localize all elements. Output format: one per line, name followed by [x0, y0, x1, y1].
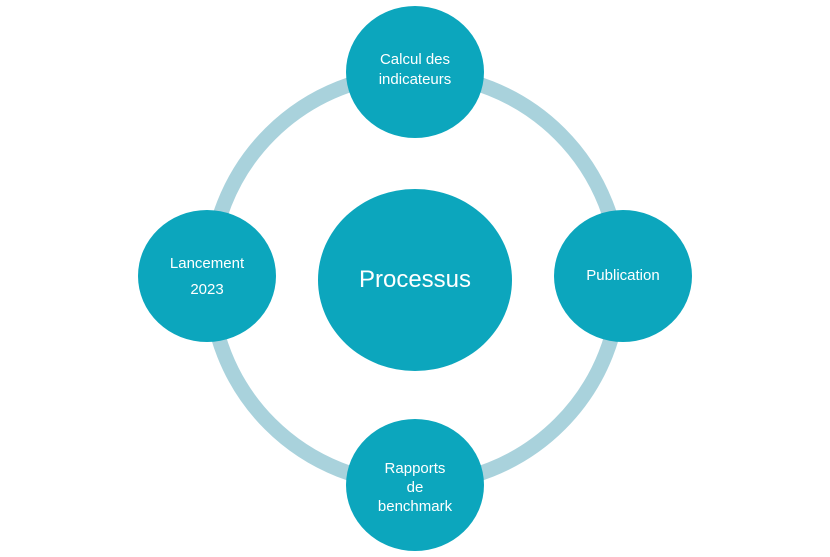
cycle-node-publication: Publication [554, 210, 692, 342]
cycle-node-label: Lancement 2023 [170, 251, 244, 303]
cycle-node-label: Rapports de benchmark [378, 459, 452, 516]
center-node-label: Processus [358, 266, 472, 293]
cycle-node-lancement-2023: Lancement 2023 [138, 210, 276, 342]
cycle-node-label-line: de [406, 478, 424, 496]
cycle-node-label-line: indicateurs [378, 71, 452, 88]
cycle-node-label: Publication [586, 266, 659, 286]
cycle-node-label-line: benchmark [377, 497, 453, 515]
cycle-node-rapports-de-benchmark: Rapports de benchmark [346, 419, 484, 551]
cycle-node-label-line: Publication [586, 267, 660, 284]
cycle-node-label-line: Calcul des [379, 51, 451, 68]
cycle-node-calcul-des-indicateurs: Calcul des indicateurs [346, 6, 484, 138]
cycle-node-label-line: 2023 [190, 281, 224, 298]
cycle-node-label-line: Lancement [169, 255, 245, 272]
center-node-processus: Processus [318, 189, 512, 371]
cycle-node-label-line: Rapports [384, 459, 446, 477]
cycle-node-label: Calcul des indicateurs [379, 50, 452, 90]
